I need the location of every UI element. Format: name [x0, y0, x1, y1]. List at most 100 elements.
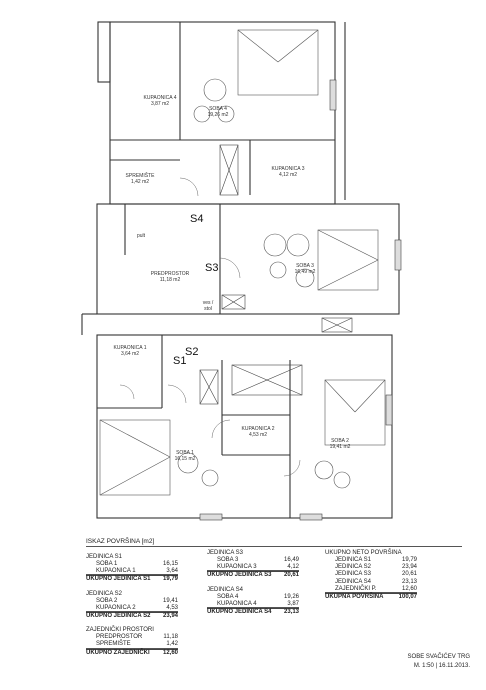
door-swing	[119, 384, 135, 400]
room-area: 19,26 m2	[207, 112, 229, 118]
total-value: 19,79	[162, 576, 178, 583]
drawing-title: SOBE SVAČIĆEV TRG	[407, 654, 470, 660]
net-title: UKUPNO NETO POVRŠINA	[325, 550, 402, 556]
row-value: 3,64	[154, 568, 178, 576]
floor-plan: KUPAONICA 4 3,87 m2 SOBA 4 19,26 m2 SPRE…	[81, 21, 402, 521]
schedule-total-row: UKUPNO JEDINICA S3 20,61	[207, 571, 299, 579]
window	[299, 513, 323, 521]
chair	[295, 268, 315, 288]
schedule-row: SOBA 4 19,26	[207, 594, 299, 601]
drawing-scale-date: M. 1:50 | 16.11.2013.	[413, 663, 470, 669]
round-table	[286, 233, 310, 257]
shaft-hatch	[231, 364, 303, 396]
room-area: 11,18 m2	[159, 277, 181, 283]
room-area: 4,12 m2	[278, 172, 298, 178]
row-label: JEDINICA S2	[335, 564, 372, 571]
room-label-kupaonica4: KUPAONICA 4 3,87 m2	[130, 95, 190, 107]
unit-title: JEDINICA S4	[207, 586, 244, 593]
bed-line	[237, 29, 279, 63]
middle-block-outline	[96, 203, 400, 315]
room-area: 1,42 m2	[130, 179, 150, 185]
round-table	[203, 78, 227, 102]
bed-soba3	[317, 229, 379, 291]
room-label-soba1: SOBA 1 16,15 m2	[155, 450, 215, 462]
row-value: 16,49	[283, 557, 299, 563]
bed-line	[317, 229, 379, 261]
schedule-title: ISKAZ POVRŠINA [m2]	[86, 538, 155, 545]
door-swing	[283, 459, 301, 477]
pult-label: pult	[137, 233, 146, 239]
door-swing	[167, 384, 187, 404]
schedule-total-row: UKUPNO JEDINICA S1 19,79	[86, 575, 178, 583]
row-value: 12,60	[393, 586, 417, 593]
room-name: KUPAONICA 2	[241, 426, 275, 432]
bed-line	[277, 29, 319, 63]
shaft-hatch	[321, 317, 353, 333]
bed-line	[354, 379, 386, 413]
room-label-kupaonica2: KUPAONICA 2 4,53 m2	[228, 426, 288, 438]
total-label: UKUPNO JEDINICA S2	[86, 612, 151, 619]
total-label: UKUPNA POVRŠINA	[325, 593, 384, 600]
bed-line	[317, 259, 379, 291]
row-label: ZAJEDNIČKI P.	[325, 586, 393, 593]
unit-label-s4: S4	[190, 213, 204, 225]
row-value: 23,94	[401, 564, 417, 571]
unit-label-s1: S1	[173, 355, 187, 367]
row-value: 4,53	[154, 605, 178, 612]
schedule-row: SOBA 3 16,49	[207, 557, 299, 564]
round-table	[314, 460, 334, 480]
chair	[333, 471, 351, 489]
chair	[217, 105, 235, 123]
unit-label-s3: S3	[205, 262, 219, 274]
row-label: SPREMIŠTE	[86, 641, 154, 649]
room-name: PREDPROSTOR	[150, 271, 190, 277]
bed-soba1	[99, 419, 171, 496]
shaft	[221, 294, 246, 310]
row-label: KUPAONICA 2	[86, 605, 154, 612]
window	[199, 513, 223, 521]
total-value: 12,60	[162, 649, 178, 656]
total-label: UKUPNO JEDINICA S3	[207, 572, 272, 579]
room-name: KUPAONICA 1	[113, 345, 147, 351]
row-value: 19,26	[283, 593, 299, 600]
row-label: JEDINICA S3	[335, 571, 372, 578]
schedule-row: JEDINICA S3 20,61	[325, 571, 417, 578]
total-value: 23,94	[162, 612, 178, 619]
lower-block-outline	[96, 334, 393, 519]
room-label-soba3: SOBA 3 16,49 m2	[275, 263, 335, 275]
row-label: JEDINICA S1	[335, 557, 372, 563]
room-area: 3,64 m2	[120, 351, 140, 357]
row-label: SOBA 3	[217, 557, 239, 563]
unit-label-s2: S2	[185, 346, 199, 358]
row-value: 16,15	[162, 561, 178, 567]
shaft	[231, 364, 303, 396]
room-name: SOBA 1	[176, 450, 194, 456]
shaft	[321, 317, 353, 333]
bed-line	[99, 456, 171, 496]
bed-line	[99, 419, 171, 458]
total-value: 20,61	[283, 572, 299, 579]
total-label: UKUPNO JEDINICA S1	[86, 576, 151, 583]
room-area: 16,15 m2	[174, 456, 196, 462]
unit-title: JEDINICA S1	[86, 554, 123, 560]
row-label: SOBA 4	[217, 593, 239, 600]
shaft-hatch	[219, 144, 239, 196]
shaft-hatch	[221, 294, 246, 310]
schedule-row: ZAJEDNIČKI P.12,60	[325, 586, 417, 593]
row-value: 20,61	[401, 571, 417, 578]
room-name: SOBA 3	[296, 263, 314, 269]
